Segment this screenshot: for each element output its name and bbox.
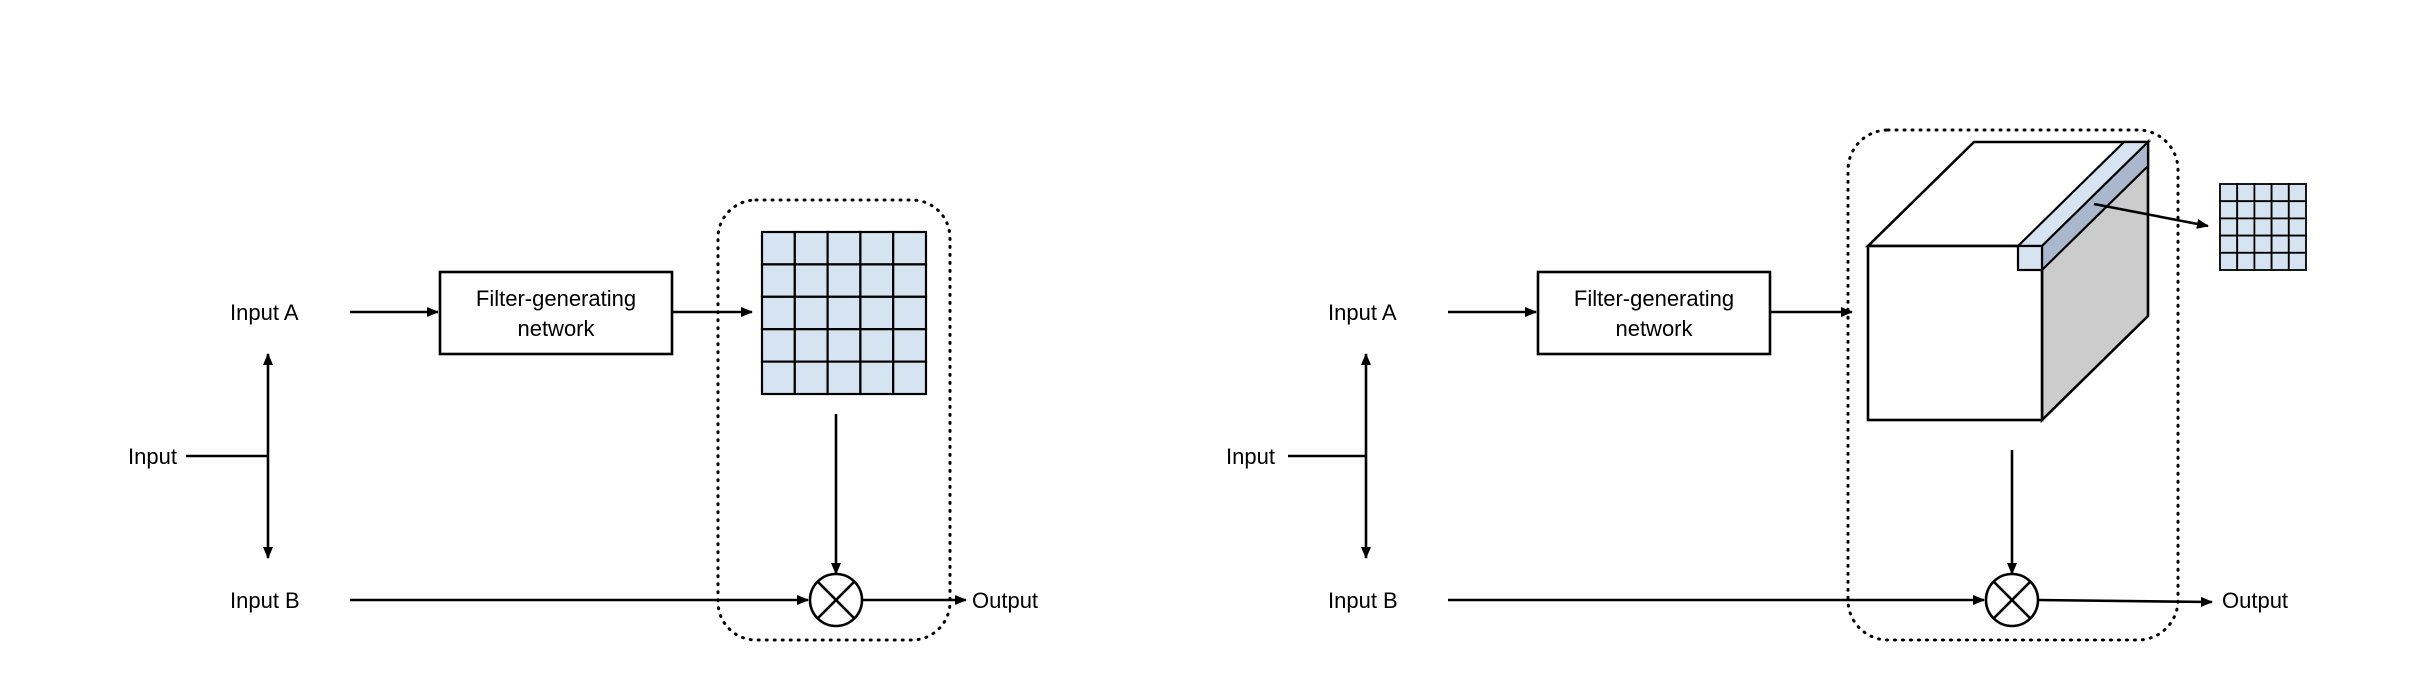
filter-cell: [760, 263, 796, 298]
filter-cell: [859, 263, 895, 298]
input-b-label: Input B: [1328, 588, 1398, 613]
filter-volume-cube: [1864, 138, 2152, 424]
filter-cell: [2270, 200, 2290, 220]
filter-cell: [793, 263, 829, 298]
filter-cell: [826, 263, 862, 298]
dynamic-filter-region: [1846, 128, 2180, 642]
filter-cell: [2219, 234, 2239, 254]
filter-cell: [2219, 251, 2239, 271]
filter-cell: [760, 328, 796, 363]
network-label-line2: network: [1615, 316, 1693, 341]
filter-cell: [826, 328, 862, 363]
left-panel: Input Input A Filter-generating network …: [128, 198, 1038, 642]
filter-slice-front: [2016, 244, 2044, 272]
filter-generating-network-box: [438, 270, 674, 356]
filter-cell: [760, 230, 796, 266]
filter-cell: [892, 263, 928, 298]
filter-cell: [2253, 234, 2273, 254]
input-label: Input: [128, 444, 177, 469]
filter-cell: [2287, 234, 2307, 254]
filter-cell: [859, 360, 895, 396]
filter-cell: [793, 295, 829, 331]
filter-cell: [2253, 200, 2273, 220]
position-specific-filter-grid: [2219, 183, 2307, 271]
filter-cell: [892, 360, 928, 396]
filter-cell: [826, 360, 862, 396]
filter-cell: [859, 295, 895, 331]
filter-cell: [2287, 183, 2307, 203]
filter-cell: [2236, 200, 2256, 220]
filter-cell: [760, 360, 796, 396]
network-label-line1: Filter-generating: [476, 286, 636, 311]
filter-cell: [2219, 183, 2239, 203]
filter-cell: [892, 295, 928, 331]
filter-cell: [826, 295, 862, 331]
right-panel: Input Input A Filter-generating network …: [1226, 128, 2307, 642]
filter-cell: [2270, 234, 2290, 254]
input-b-label: Input B: [230, 588, 300, 613]
filter-cell: [2270, 183, 2290, 203]
filter-cell: [2253, 217, 2273, 237]
filter-cell: [793, 360, 829, 396]
network-label-line2: network: [517, 316, 595, 341]
filter-cell: [2236, 251, 2256, 271]
input-a-label: Input A: [230, 300, 299, 325]
cube-front-face: [1866, 244, 2044, 422]
filter-cell: [892, 230, 928, 266]
filter-cell: [859, 328, 895, 363]
filter-cell: [793, 230, 829, 266]
filter-generating-network-box: [1536, 270, 1772, 356]
filter-cell: [793, 328, 829, 363]
generated-filter-grid: [760, 230, 928, 396]
filter-cell: [2287, 251, 2307, 271]
multiply-operator: [1984, 572, 2040, 628]
filter-cell: [2219, 200, 2239, 220]
filter-cell: [760, 295, 796, 331]
filter-cell: [826, 230, 862, 266]
filter-cell: [2236, 234, 2256, 254]
output-label: Output: [2222, 588, 2288, 613]
filter-cell: [2236, 183, 2256, 203]
filter-cell: [859, 230, 895, 266]
multiply-operator: [808, 572, 864, 628]
slice-to-filter-arrow: [2093, 202, 2209, 229]
filter-cell: [2219, 217, 2239, 237]
input-a-label: Input A: [1328, 300, 1397, 325]
filter-cell: [2253, 251, 2273, 271]
filter-cell: [2270, 251, 2290, 271]
output-arrow: [2037, 596, 2213, 607]
input-label: Input: [1226, 444, 1275, 469]
filter-cell: [2253, 183, 2273, 203]
filter-cell: [2287, 217, 2307, 237]
filter-cell: [2287, 200, 2307, 220]
filter-cell: [2270, 217, 2290, 237]
filter-cell: [2236, 217, 2256, 237]
filter-cell: [892, 328, 928, 363]
output-label: Output: [972, 588, 1038, 613]
network-label-line1: Filter-generating: [1574, 286, 1734, 311]
